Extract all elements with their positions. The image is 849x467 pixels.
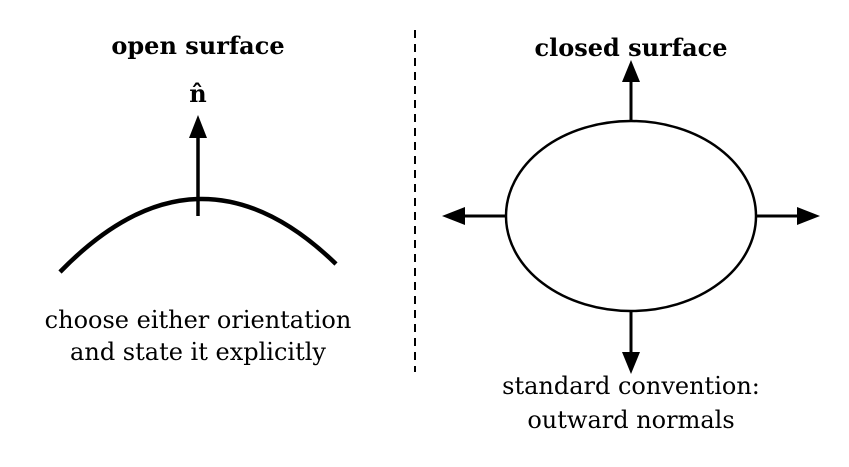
outward-normal-right-arrowhead [797,207,820,225]
open-surface-title: open surface [111,31,285,60]
closed-surface-ellipse [504,119,758,313]
open-surface-normal-arrowhead [189,115,207,138]
outward-normal-left-arrowhead [442,207,465,225]
closed-surface-caption-line2: outward normals [527,406,735,434]
closed-surface-caption-line1: standard convention: [502,372,760,400]
closed-surface-title: closed surface [534,33,728,62]
open-surface-caption-line2: and state it explicitly [70,338,326,366]
outward-normal-down-arrowhead [622,352,640,374]
normal-vector-label: n̂ [189,79,207,108]
outward-normal-up-arrowhead [622,60,640,82]
open-surface-caption-line1: choose either orientation [44,306,352,334]
